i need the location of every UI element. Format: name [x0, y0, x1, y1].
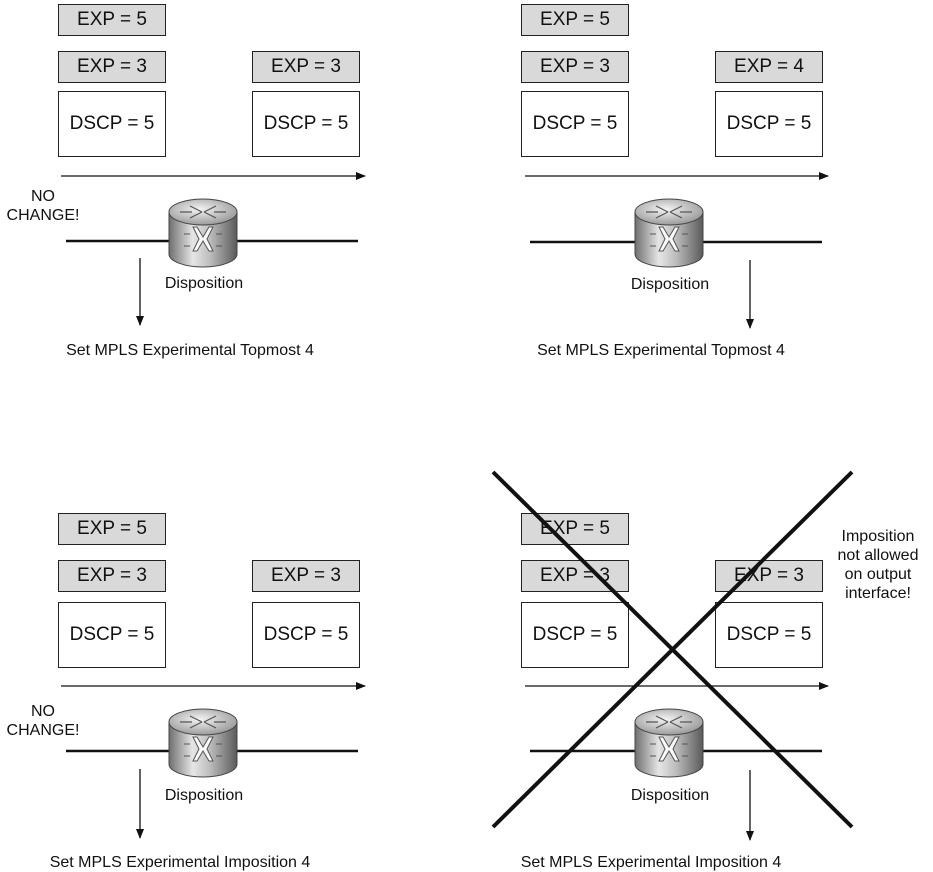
- dscp-ingress: DSCP = 5: [58, 602, 166, 668]
- dscp-egress: DSCP = 5: [252, 602, 360, 668]
- command-text: Set MPLS Experimental Topmost 4: [537, 342, 785, 359]
- panel-imposition-not-allowed: EXP = 5 EXP = 3 DSCP = 5 EXP = 3 DSCP = …: [466, 434, 932, 871]
- exp-label-egress: EXP = 3: [252, 560, 360, 592]
- cross-out-mark: [491, 470, 854, 829]
- exp-label-egress: EXP = 4: [715, 51, 823, 83]
- cross-line-2: [491, 470, 854, 829]
- router-label: Disposition: [164, 787, 244, 804]
- panel-topmost-no-change: EXP = 5 EXP = 3 DSCP = 5 EXP = 3 DSCP = …: [0, 0, 466, 434]
- command-text: Set MPLS Experimental Imposition 4: [49, 854, 311, 871]
- command-text: Set MPLS Experimental Imposition 4: [520, 854, 782, 871]
- dscp-ingress: DSCP = 5: [521, 91, 629, 157]
- exp-label-inner: EXP = 3: [58, 51, 166, 83]
- router-icon: [168, 198, 238, 268]
- panel-imposition-no-change: EXP = 5 EXP = 3 DSCP = 5 EXP = 3 DSCP = …: [0, 434, 466, 871]
- dscp-ingress: DSCP = 5: [521, 602, 629, 668]
- dscp-ingress: DSCP = 5: [58, 91, 166, 157]
- router-label: Disposition: [630, 787, 710, 804]
- dscp-egress: DSCP = 5: [715, 602, 823, 668]
- dscp-egress: DSCP = 5: [252, 91, 360, 157]
- dscp-egress: DSCP = 5: [715, 91, 823, 157]
- command-text: Set MPLS Experimental Topmost 4: [66, 342, 314, 359]
- router-label: Disposition: [164, 275, 244, 292]
- exp-label-outer: EXP = 5: [521, 4, 629, 36]
- exp-label-inner: EXP = 3: [58, 560, 166, 592]
- panel-topmost-change: EXP = 5 EXP = 3 DSCP = 5 EXP = 4 DSCP = …: [466, 0, 932, 434]
- exp-label-outer: EXP = 5: [58, 513, 166, 545]
- exp-label-egress: EXP = 3: [252, 51, 360, 83]
- router-icon: [634, 708, 704, 778]
- router-icon: [634, 198, 704, 268]
- router-icon: [168, 708, 238, 778]
- exp-label-inner: EXP = 3: [521, 51, 629, 83]
- router-label: Disposition: [630, 276, 710, 293]
- exp-label-outer: EXP = 5: [58, 4, 166, 36]
